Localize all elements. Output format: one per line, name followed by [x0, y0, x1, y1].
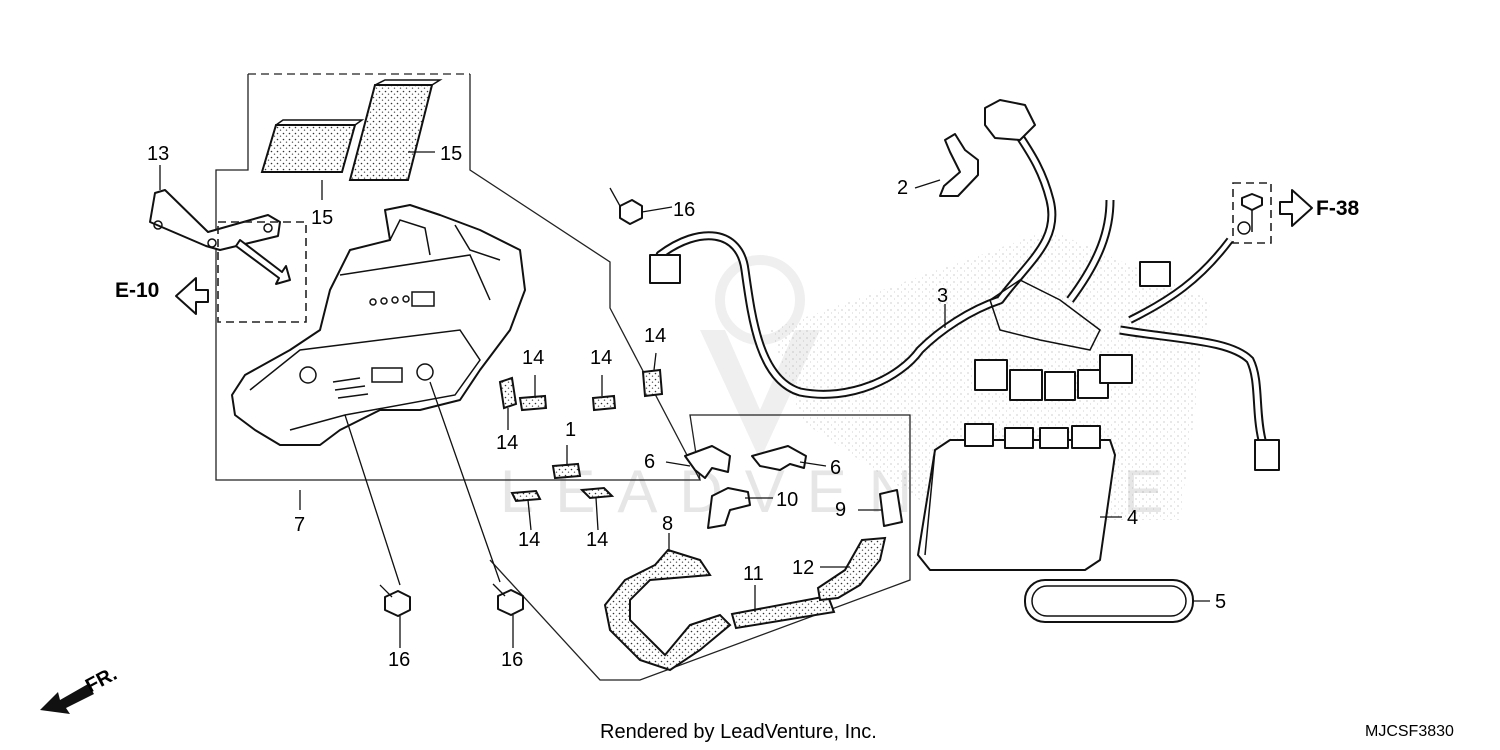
- screw-part-16: [379, 187, 643, 617]
- callout-8: 8: [662, 513, 673, 535]
- callout-6-b: 6: [830, 457, 841, 479]
- diagram-code: MJCSF3830: [1365, 723, 1454, 740]
- callout-14-d: 14: [496, 432, 518, 454]
- reference-arrow-f38[interactable]: F-38: [1279, 189, 1360, 227]
- callout-4: 4: [1127, 507, 1138, 529]
- callout-12: 12: [792, 557, 814, 579]
- undercover-part-7: [231, 204, 526, 446]
- callout-6: 6: [644, 451, 655, 473]
- seal-part-8: [603, 548, 732, 672]
- callout-10: 10: [776, 489, 798, 511]
- bracket-part-2: [939, 133, 979, 197]
- callout-2: 2: [897, 177, 908, 199]
- front-direction-indicator: FR.: [40, 663, 121, 714]
- callout-11: 11: [743, 563, 764, 585]
- pad-part-14: [498, 368, 664, 503]
- callout-7: 7: [294, 514, 305, 536]
- wire-harness-part-3: [649, 99, 1280, 471]
- pad-part-9: [879, 489, 903, 527]
- callout-16-b: 16: [388, 649, 410, 671]
- callout-14-a: 14: [522, 347, 544, 369]
- leader-lines: [159, 151, 1210, 648]
- callout-labels: 1 2 3 4 5 6 6 7 8 9 10 11 12 13 14 14 14…: [147, 143, 1226, 671]
- callout-15-b: 15: [311, 207, 333, 229]
- bracket-part-13: [149, 189, 281, 251]
- callout-13: 13: [147, 143, 169, 165]
- band-part-5: [1024, 579, 1194, 623]
- clip-part-6: [684, 445, 807, 479]
- reference-box-f38: [1232, 182, 1272, 244]
- callout-14-e: 14: [518, 529, 540, 551]
- callout-15-a: 15: [440, 143, 462, 165]
- callout-5: 5: [1215, 591, 1226, 613]
- callout-14-c: 14: [644, 325, 666, 347]
- reference-box-e10: [217, 221, 307, 323]
- foam-block-part-15: [260, 79, 443, 181]
- reference-label-f38[interactable]: F-38: [1316, 197, 1360, 220]
- reference-arrow-e10[interactable]: E-10: [115, 277, 209, 315]
- ecu-part-4: [917, 423, 1116, 571]
- callout-14-b: 14: [590, 347, 612, 369]
- group-box-undercover: [215, 73, 911, 681]
- reference-label-e10[interactable]: E-10: [115, 279, 159, 302]
- footer-credit: Rendered by LeadVenture, Inc.: [600, 721, 877, 743]
- callout-1: 1: [565, 419, 576, 441]
- seal-part-11: [730, 594, 836, 630]
- callout-16-a: 16: [673, 199, 695, 221]
- seal-part-12: [816, 536, 887, 602]
- callout-14-f: 14: [586, 529, 608, 551]
- callout-3: 3: [937, 285, 948, 307]
- block-part-10: [707, 487, 751, 529]
- callout-16-c: 16: [501, 649, 523, 671]
- callout-9: 9: [835, 499, 846, 521]
